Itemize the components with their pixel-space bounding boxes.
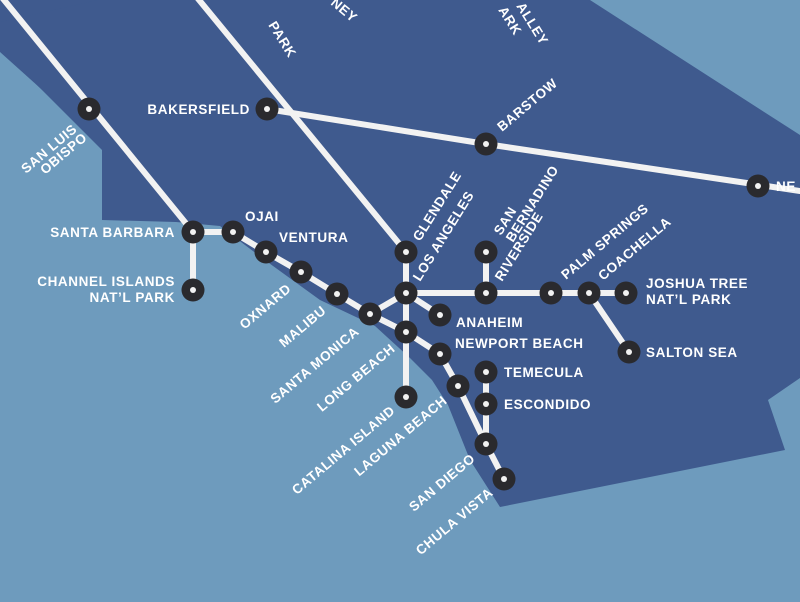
label-channel-islands: CHANNEL ISLANDS <box>37 274 175 289</box>
label-temecula: TEMECULA <box>504 365 584 380</box>
route-salton <box>586 290 632 355</box>
station-joshua-tree[interactable] <box>614 281 638 305</box>
station-ventura[interactable] <box>254 240 278 264</box>
label-channel-natl-park: NAT’L PARK <box>90 290 176 305</box>
station-chula-vista[interactable] <box>492 467 516 491</box>
station-riverside[interactable] <box>474 281 498 305</box>
station-bakersfield[interactable] <box>255 97 279 121</box>
station-malibu[interactable] <box>325 282 349 306</box>
route-bakersfield-barstow <box>264 106 489 147</box>
label-escondido: ESCONDIDO <box>504 397 591 412</box>
station-ojai[interactable] <box>221 220 245 244</box>
station-san-bernardino[interactable] <box>474 240 498 264</box>
stations <box>77 97 770 491</box>
label-santa-barbara: SANTA BARBARA <box>50 225 175 240</box>
station-channel-islands[interactable] <box>181 278 205 302</box>
station-salton-sea[interactable] <box>617 340 641 364</box>
station-san-luis-obispo[interactable] <box>77 97 101 121</box>
station-laguna-beach[interactable] <box>446 374 470 398</box>
label-salton-sea: SALTON SEA <box>646 345 738 360</box>
station-anaheim[interactable] <box>428 303 452 327</box>
station-barstow[interactable] <box>474 132 498 156</box>
label-newport-beach: NEWPORT BEACH <box>455 336 584 351</box>
label-joshua-tree: JOSHUA TREE <box>646 276 748 291</box>
station-oxnard[interactable] <box>289 260 313 284</box>
station-newport-beach[interactable] <box>428 342 452 366</box>
label-ojai: OJAI <box>245 209 279 224</box>
label-joshua-natl-park: NAT’L PARK <box>646 292 732 307</box>
station-san-diego[interactable] <box>474 432 498 456</box>
station-escondido[interactable] <box>474 392 498 416</box>
station-needles[interactable] <box>746 174 770 198</box>
label-ventura: VENTURA <box>279 230 348 245</box>
station-santa-barbara[interactable] <box>181 220 205 244</box>
land-coast-wedge <box>0 0 98 140</box>
route-central-valley <box>195 0 409 255</box>
station-catalina-island[interactable] <box>394 385 418 409</box>
station-santa-monica[interactable] <box>358 302 382 326</box>
label-needles: NE <box>776 179 796 194</box>
station-glendale[interactable] <box>394 240 418 264</box>
label-anaheim: ANAHEIM <box>456 315 523 330</box>
station-coachella[interactable] <box>577 281 601 305</box>
station-los-angeles[interactable] <box>394 281 418 305</box>
station-temecula[interactable] <box>474 360 498 384</box>
station-long-beach[interactable] <box>394 320 418 344</box>
label-bakersfield: BAKERSFIELD <box>147 102 250 117</box>
station-palm-springs[interactable] <box>539 281 563 305</box>
